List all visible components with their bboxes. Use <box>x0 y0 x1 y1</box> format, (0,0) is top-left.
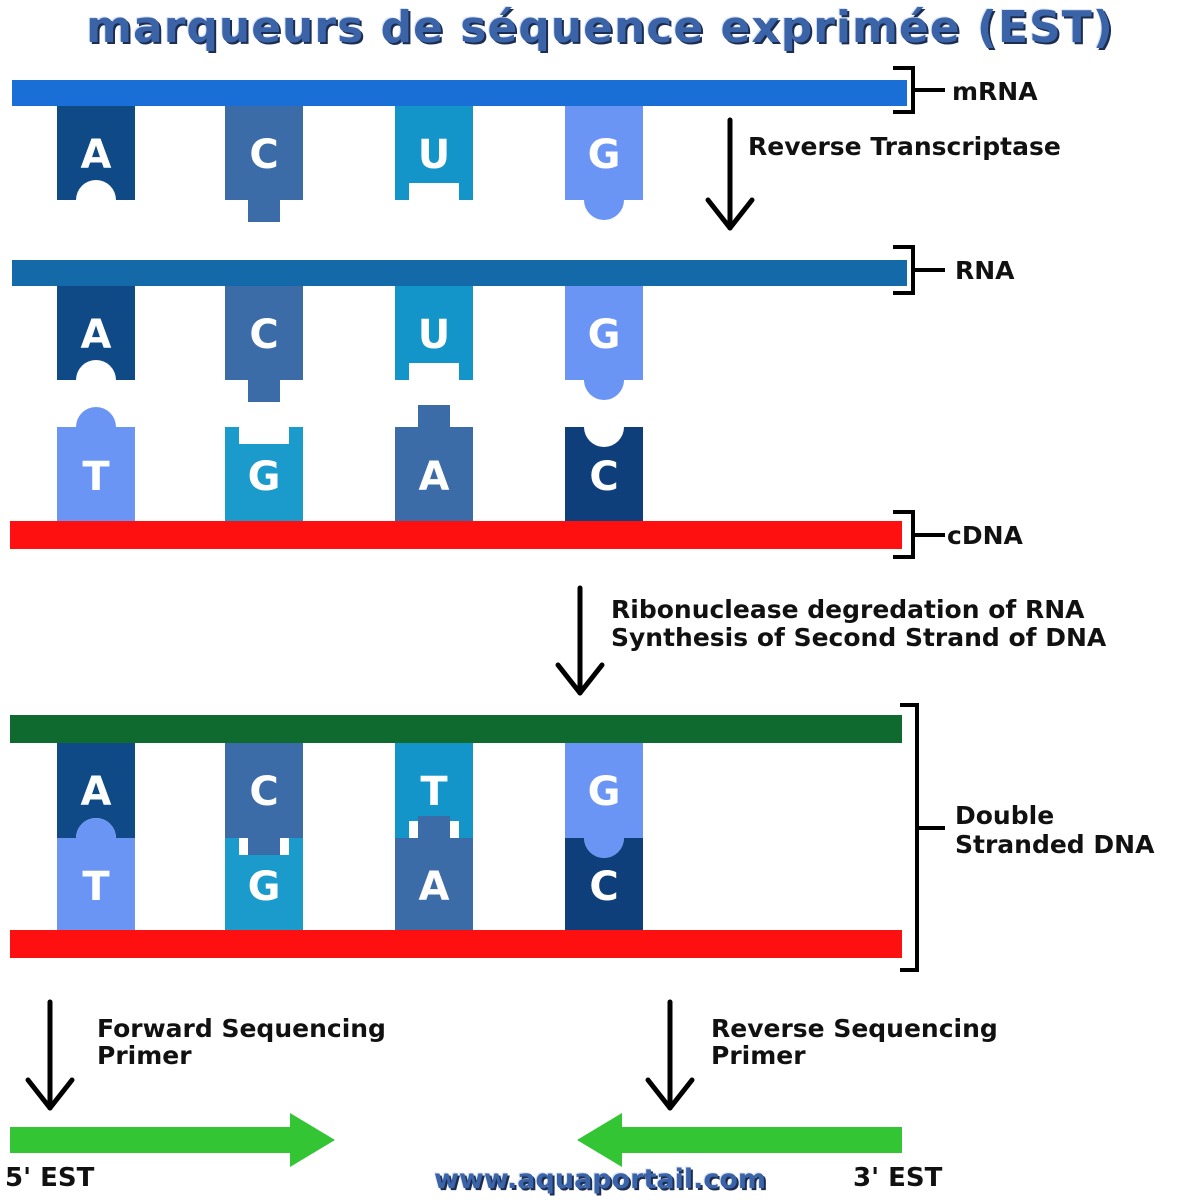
mrna-base-letter-3: U <box>418 132 450 178</box>
ds-bottom-base-letter-1: T <box>82 864 110 910</box>
degradation-label-line1: Ribonuclease degredation of RNA <box>611 595 1085 624</box>
degradation-arrow-icon <box>555 585 605 696</box>
cdna-label: cDNA <box>947 521 1023 550</box>
forward-est-arrow <box>10 1113 335 1167</box>
ds-top-base-block-3 <box>395 743 473 838</box>
cdna-base-block-2 <box>225 427 303 521</box>
cdna-base-block-1 <box>57 407 135 521</box>
ds-bottom-base-block-4 <box>565 838 643 930</box>
rna-base-letter-4: G <box>588 312 621 358</box>
ds-bottom-strand <box>10 930 902 958</box>
ds-top-base-letter-1: A <box>81 769 112 815</box>
three-prime-est-label: 3' EST <box>853 1163 943 1193</box>
dsdna-label-line1: Double <box>955 801 1054 830</box>
five-prime-est-label: 5' EST <box>5 1163 95 1193</box>
ds-bottom-base-letter-3: A <box>419 864 450 910</box>
mrna-strand <box>12 80 907 106</box>
forward-primer-arrow-icon <box>25 999 75 1111</box>
dsdna-bracket <box>900 703 945 972</box>
cdna-base-letter-1: T <box>82 454 110 500</box>
rna-base-letter-3: U <box>418 312 450 358</box>
cdna-strand <box>10 521 902 549</box>
mrna-base-block-2 <box>225 106 303 222</box>
rna-base-block-2 <box>225 286 303 402</box>
rna-bracket <box>893 245 945 295</box>
ds-bottom-base-letter-4: C <box>589 864 618 910</box>
page-title: marqueurs de séquence exprimée (EST) <box>86 2 1114 53</box>
rna-base-letter-1: A <box>81 312 112 358</box>
ds-bottom-base-block-1 <box>57 818 135 930</box>
reverse-est-arrow <box>577 1113 902 1167</box>
ds-top-base-letter-2: C <box>249 769 278 815</box>
forward-primer-label-line1: Forward Sequencing <box>97 1014 386 1043</box>
cdna-base-block-4 <box>565 427 643 521</box>
ds-top-base-block-4 <box>565 743 643 858</box>
reverse-primer-label-line2: Primer <box>711 1041 806 1070</box>
rna-base-block-4 <box>565 286 643 400</box>
forward-primer-label-line2: Primer <box>97 1041 192 1070</box>
ds-top-strand <box>10 715 902 743</box>
rna-base-letter-2: C <box>249 312 278 358</box>
reverse-primer-label-line1: Reverse Sequencing <box>711 1014 998 1043</box>
cdna-base-letter-4: C <box>589 454 618 500</box>
ds-top-base-block-2 <box>225 743 303 860</box>
reverse-primer-arrow-icon <box>645 999 695 1111</box>
degradation-label-line2: Synthesis of Second Strand of DNA <box>611 623 1107 652</box>
ds-bottom-base-block-3 <box>395 816 473 930</box>
mrna-base-letter-4: G <box>588 132 621 178</box>
rna-base-block-1 <box>57 286 135 380</box>
cdna-base-block-3 <box>395 405 473 521</box>
ds-bottom-base-block-2 <box>225 838 303 930</box>
ds-top-base-letter-3: T <box>420 769 448 815</box>
mrna-base-letter-2: C <box>249 132 278 178</box>
mrna-base-block-4 <box>565 106 643 220</box>
rna-base-block-3 <box>395 286 473 380</box>
mrna-label: mRNA <box>952 77 1038 106</box>
mrna-base-block-3 <box>395 106 473 200</box>
mrna-base-letter-1: A <box>81 132 112 178</box>
reverse-transcriptase-label: Reverse Transcriptase <box>748 132 1061 161</box>
ds-top-base-block-1 <box>57 743 135 838</box>
mrna-bracket <box>893 66 945 114</box>
footer-url: www.aquaportail.com <box>433 1164 767 1195</box>
cdna-base-letter-3: A <box>419 454 450 500</box>
ds-top-base-letter-4: G <box>588 769 621 815</box>
rna-label: RNA <box>955 256 1015 285</box>
ds-bottom-base-letter-2: G <box>248 864 281 910</box>
reverse-transcriptase-arrow-icon <box>705 117 755 231</box>
rna-strand <box>12 260 907 286</box>
cdna-base-letter-2: G <box>248 454 281 500</box>
mrna-base-block-1 <box>57 106 135 200</box>
dsdna-label-line2: Stranded DNA <box>955 830 1155 859</box>
cdna-bracket <box>893 510 945 559</box>
